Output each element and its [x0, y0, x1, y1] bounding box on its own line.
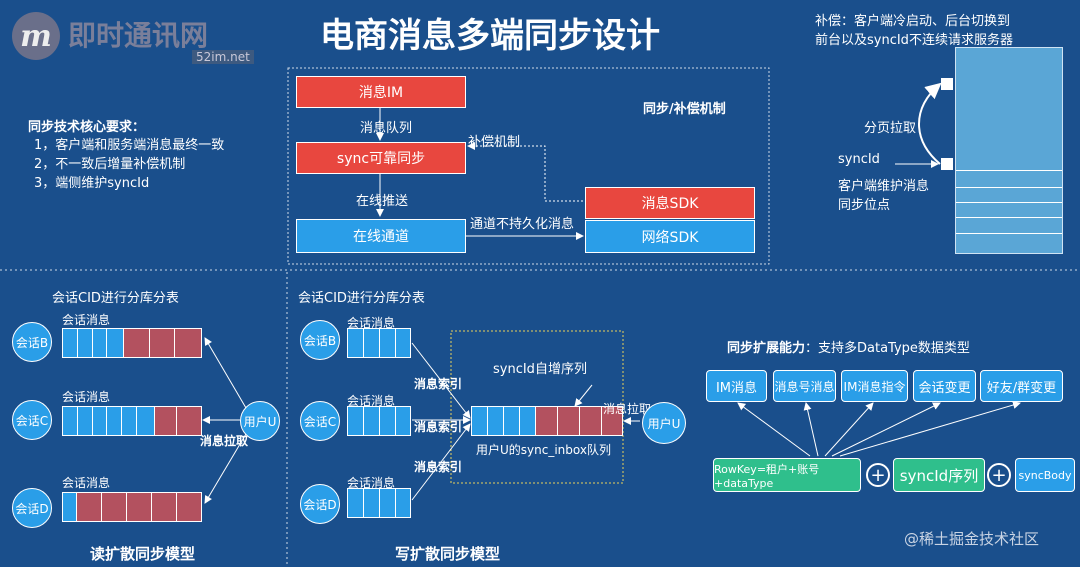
write-queue-d: [347, 488, 411, 518]
page-title: 电商消息多端同步设计: [320, 16, 660, 56]
datatype-friend-group-change: 好友/群变更: [980, 370, 1063, 402]
requirement-item: 2，不一致后增量补偿机制: [34, 157, 186, 172]
label-session-msg: 会话消息: [347, 476, 396, 490]
user-u-write: 用户U: [642, 402, 686, 444]
requirement-item: 1，客户端和服务端消息最终一致: [34, 138, 225, 153]
extension-heading: 同步扩展能力：支持多DataType数据类型: [727, 341, 970, 356]
datatype-account-msg: 消息号消息: [773, 370, 836, 402]
rowkey-box: RowKey=租户+账号+dataType: [713, 458, 861, 492]
box-message-im: 消息IM: [296, 76, 466, 108]
plus-icon: +: [987, 463, 1011, 487]
label-nonpersistent: 通道不持久化消息: [470, 217, 575, 232]
logo: m 即时通讯网 52im.net: [12, 10, 262, 70]
sync-marker-top: [941, 78, 953, 90]
session-d: 会话D: [300, 484, 340, 524]
read-model-title: 读扩散同步模型: [90, 545, 196, 563]
requirements-heading: 同步技术核心要求：: [28, 120, 146, 135]
session-b: 会话B: [12, 322, 52, 362]
read-queue-b: [62, 328, 202, 358]
datatype-im-msg: IM消息: [706, 370, 767, 402]
logo-text: 即时通讯网: [68, 19, 209, 52]
datatype-im-command: IM消息指令: [841, 370, 908, 402]
compensation-text-line2: 前台以及syncId不连续请求服务器: [815, 33, 1013, 48]
syncid-sequence-box: syncId序列: [893, 458, 985, 492]
box-online-channel: 在线通道: [296, 219, 466, 253]
label-session-msg: 会话消息: [347, 394, 396, 408]
read-queue-c: [62, 406, 202, 436]
requirement-item: 3，端侧维护syncId: [34, 176, 150, 191]
syncbody-box: syncBody: [1015, 458, 1075, 492]
label-client-maintain-2: 同步位点: [838, 198, 891, 213]
read-heading: 会话CID进行分库分表: [52, 291, 179, 306]
label-compensation: 补偿机制: [468, 135, 521, 150]
plus-icon: +: [866, 463, 890, 487]
box-network-sdk: 网络SDK: [585, 220, 755, 253]
datatype-session-change: 会话变更: [913, 370, 976, 402]
label-session-msg: 会话消息: [62, 313, 111, 327]
user-u-read: 用户U: [240, 401, 280, 441]
sync-marker-bottom: [941, 158, 953, 170]
write-queue-c: [347, 406, 411, 436]
logo-sub: 52im.net: [192, 50, 254, 64]
label-syncid-seq: syncId自增序列: [493, 362, 587, 377]
write-heading: 会话CID进行分库分表: [298, 291, 425, 306]
label-message-queue: 消息队列: [360, 121, 413, 136]
sync-stack: [955, 47, 1063, 254]
label-msg-index: 消息索引: [414, 377, 463, 391]
label-msg-index: 消息索引: [414, 460, 463, 474]
mechanism-title: 同步/补偿机制: [643, 102, 726, 117]
label-client-maintain-1: 客户端维护消息: [838, 179, 930, 194]
session-d: 会话D: [12, 488, 52, 528]
label-session-msg: 会话消息: [62, 390, 111, 404]
watermark: @稀土掘金技术社区: [904, 530, 1040, 548]
label-session-msg: 会话消息: [347, 316, 396, 330]
write-queue-b: [347, 328, 411, 358]
box-message-sdk: 消息SDK: [585, 187, 755, 219]
logo-mark: m: [12, 12, 60, 60]
label-pull-read: 消息拉取: [200, 434, 249, 448]
label-msg-index: 消息索引: [414, 420, 463, 434]
session-c: 会话C: [300, 401, 340, 441]
box-sync-reliable: sync可靠同步: [296, 142, 466, 174]
write-model-title: 写扩散同步模型: [395, 545, 501, 563]
session-b: 会话B: [300, 320, 340, 360]
label-pull-write: 消息拉取: [603, 402, 652, 416]
label-online-push: 在线推送: [356, 194, 409, 209]
label-sync-inbox: 用户U的sync_inbox队列: [476, 443, 611, 457]
sync-inbox-queue: [471, 406, 623, 436]
read-queue-d: [62, 492, 202, 522]
label-page-pull: 分页拉取: [864, 121, 917, 136]
label-session-msg: 会话消息: [62, 476, 111, 490]
compensation-text-line1: 补偿：客户端冷启动、后台切换到: [815, 14, 1011, 29]
label-syncid: syncId: [838, 152, 880, 167]
session-c: 会话C: [12, 400, 52, 440]
